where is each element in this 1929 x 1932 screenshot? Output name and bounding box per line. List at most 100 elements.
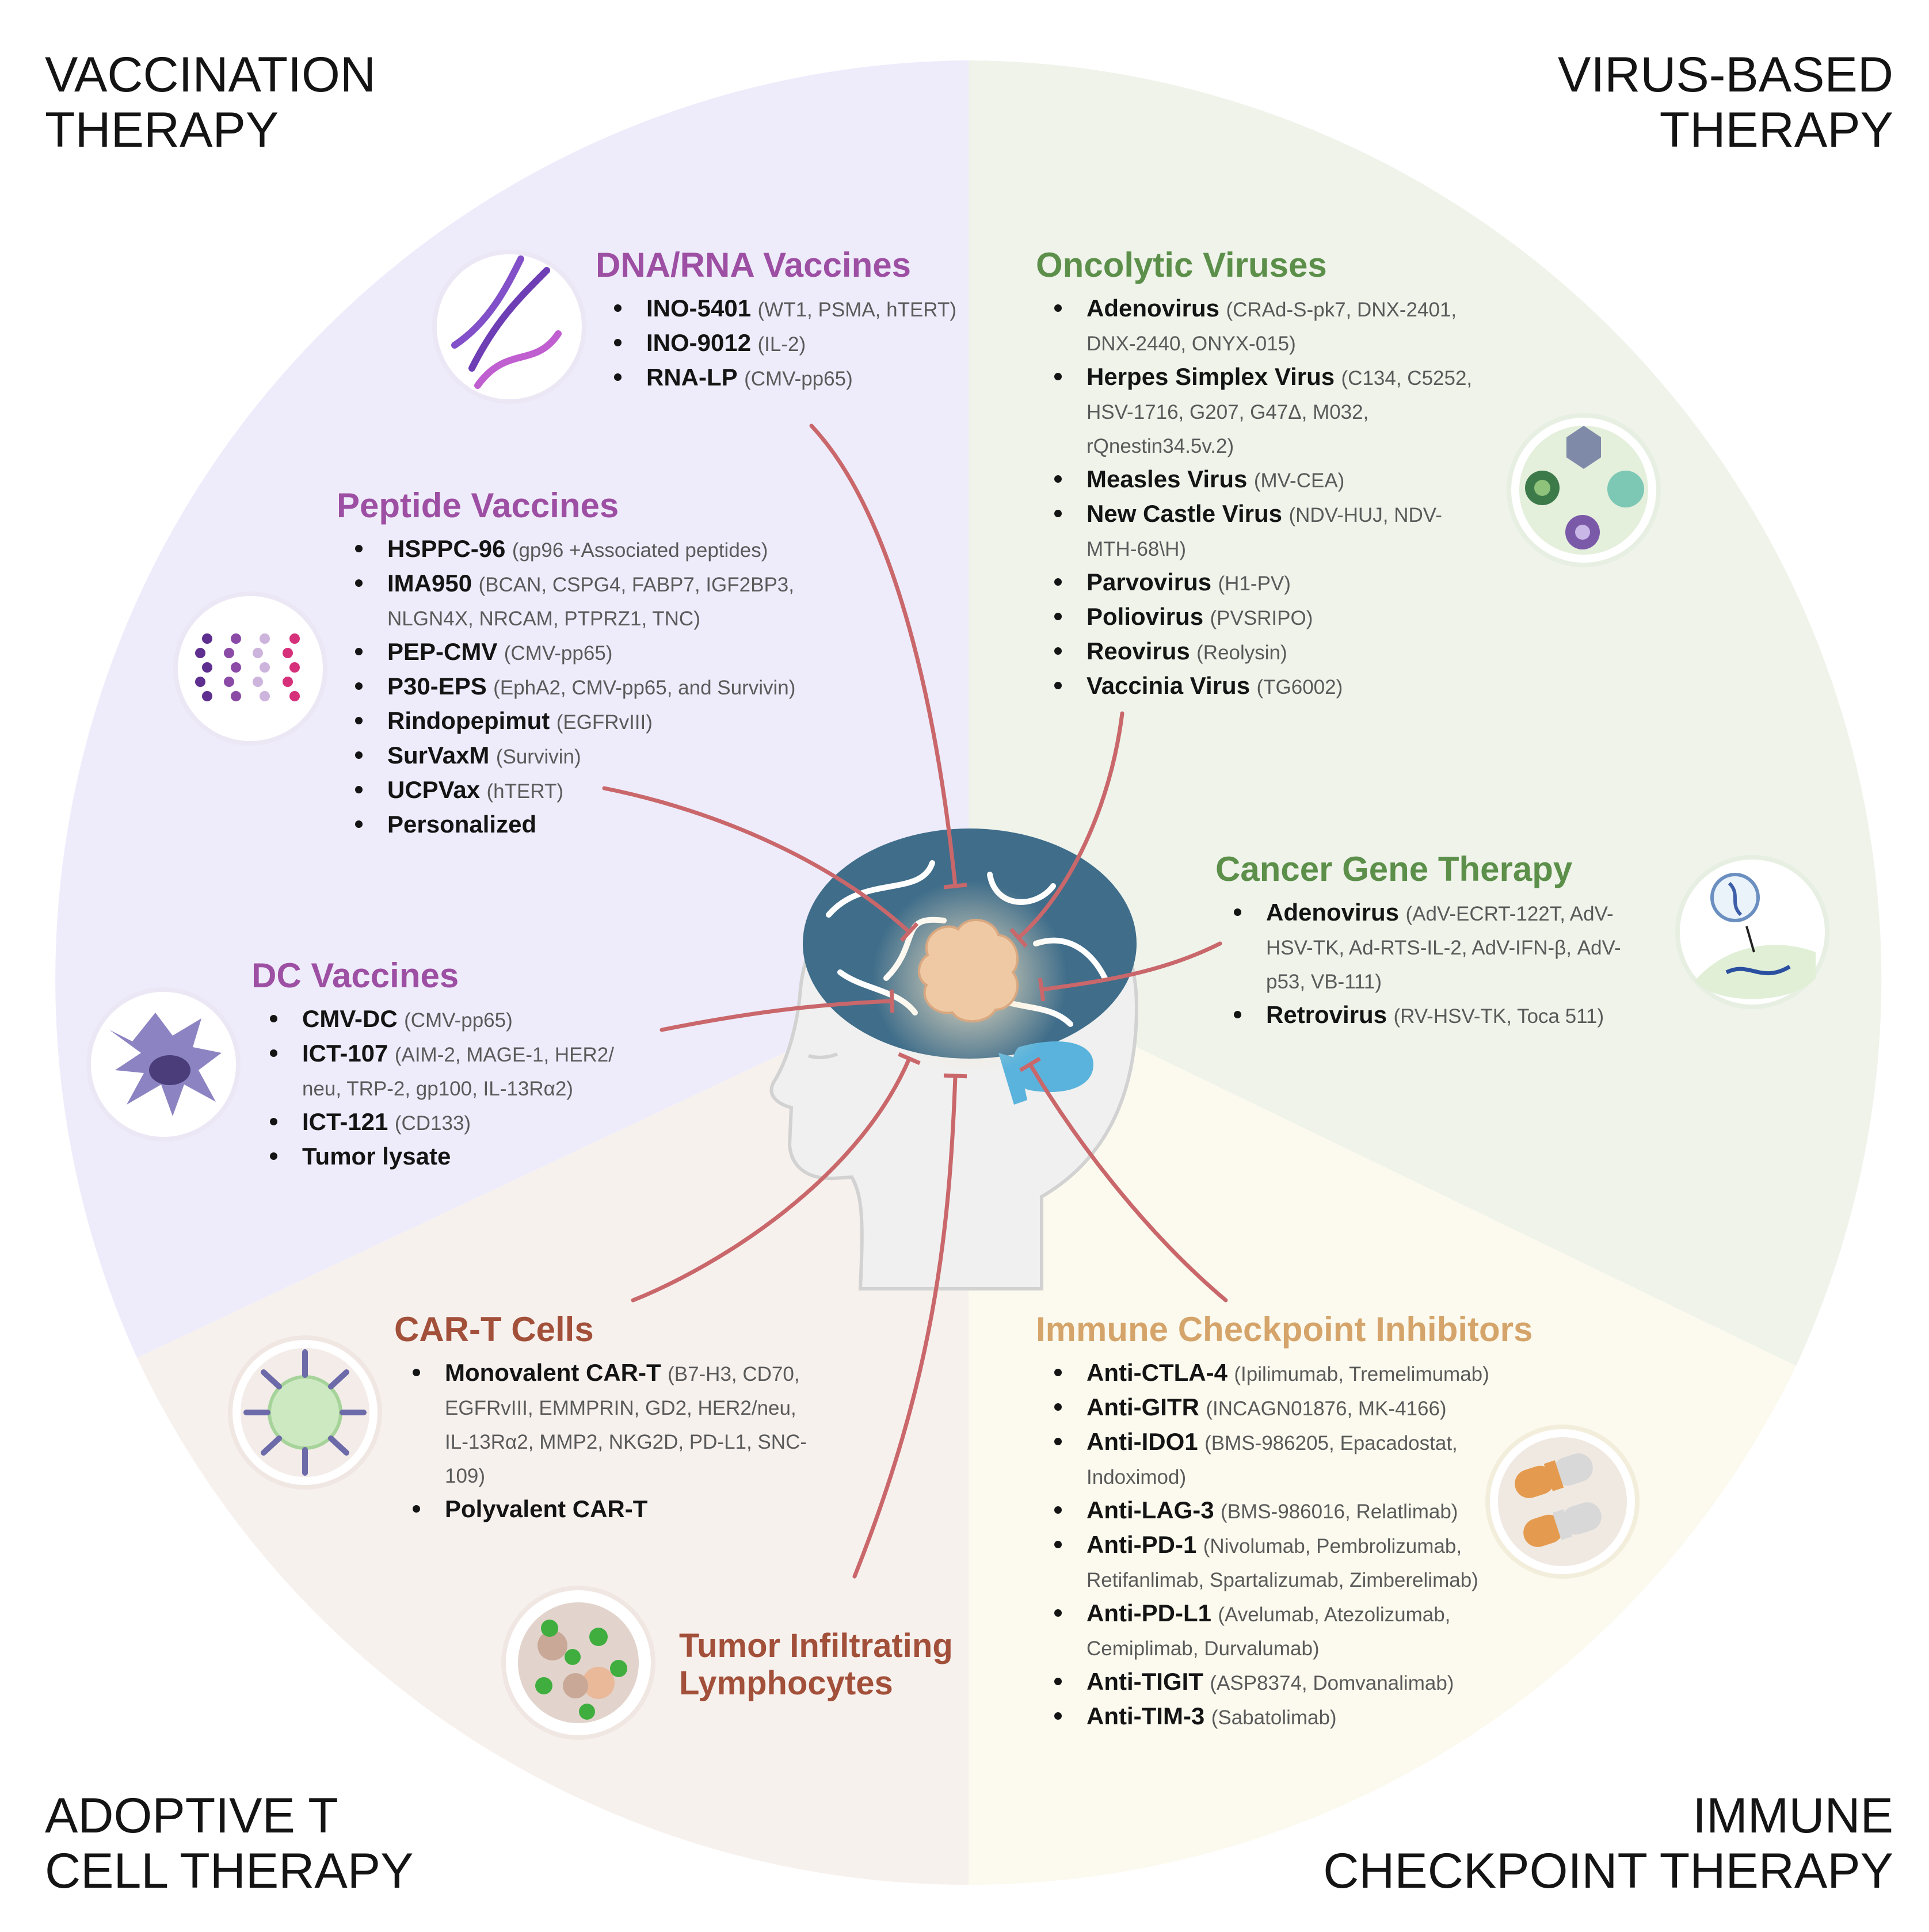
- peptide-vaccines-title: Peptide Vaccines: [337, 486, 619, 525]
- list-item: Monovalent CAR-T (B7-H3, CD70, EGFRvIII,…: [413, 1356, 809, 1492]
- list-item: INO-5401 (WT1, PSMA, hTERT): [614, 292, 998, 326]
- list-item: Anti-TIM-3 (Sabatolimab): [1054, 1700, 1558, 1734]
- item-detail: (AdV-ECRT-122T, AdV-HSV-TK, Ad-RTS-IL-2,…: [1266, 903, 1621, 993]
- car-t-cells-title: CAR-T Cells: [394, 1310, 594, 1349]
- dna-rna-icon: [432, 250, 586, 404]
- item-detail: (CMV-pp65): [744, 368, 853, 390]
- item-detail: (CD133): [394, 1112, 471, 1135]
- item-name: Anti-TIGIT: [1087, 1668, 1203, 1695]
- til-title: Tumor Infiltrating Lymphocytes: [679, 1627, 962, 1702]
- item-name: Anti-GITR: [1087, 1393, 1199, 1421]
- item-detail: (EphA2, CMV-pp65, and Survivin): [493, 677, 796, 699]
- oncolytic-viruses-section: Oncolytic Viruses Adenovirus (CRAd-S-pk7…: [1036, 245, 1473, 704]
- item-detail: (WT1, PSMA, hTERT): [757, 299, 957, 321]
- item-name: ICT-121: [302, 1108, 388, 1135]
- item-name: Anti-CTLA-4: [1087, 1359, 1227, 1386]
- vaccination-sector: [55, 60, 969, 1358]
- item-name: Anti-LAG-3: [1087, 1496, 1214, 1524]
- list-item: Reovirus (Reolysin): [1054, 635, 1473, 669]
- item-detail: (Survivin): [495, 746, 581, 768]
- list-item: CMV-DC (CMV-pp65): [270, 1002, 654, 1037]
- list-item: Measles Virus (MV-CEA): [1054, 463, 1473, 497]
- item-name: HSPPC-96: [387, 535, 506, 562]
- item-name: Rindopepimut: [387, 707, 550, 734]
- peptide-vaccines-section: Peptide Vaccines HSPPC-96 (gp96 +Associa…: [337, 485, 797, 841]
- list-item: ICT-107 (AIM-2, MAGE-1, HER2/ neu, TRP-2…: [270, 1037, 654, 1105]
- item-name: ICT-107: [302, 1040, 388, 1067]
- item-name: New Castle Virus: [1087, 500, 1283, 527]
- item-name: Parvovirus: [1087, 568, 1212, 595]
- item-name: Poliovirus: [1087, 603, 1204, 630]
- list-item: INO-9012 (IL-2): [614, 326, 998, 361]
- line-cart: [631, 1052, 921, 1303]
- list-item: P30-EPS (EphA2, CMV-pp65, and Survivin): [355, 670, 797, 704]
- line-peptide: [602, 786, 919, 942]
- list-item: SurVaxM (Survivin): [355, 739, 797, 773]
- cerebellum-icon: [1012, 1041, 1093, 1092]
- item-name: INO-9012: [646, 329, 752, 356]
- item-detail: (Sabatolimab): [1211, 1706, 1337, 1729]
- item-detail: (hTERT): [486, 780, 564, 803]
- immune-checkpoint-inhibitors-title: Immune Checkpoint Inhibitors: [1036, 1310, 1533, 1349]
- dna-rna-vaccines-section: DNA/RNA Vaccines INO-5401 (WT1, PSMA, hT…: [596, 245, 998, 395]
- list-item: ICT-121 (CD133): [270, 1105, 654, 1140]
- virus-particles-icon: [1507, 413, 1661, 567]
- inhibitor-lines: [602, 423, 1228, 1579]
- list-item: Polyvalent CAR-T: [413, 1492, 809, 1526]
- tumor-lymphocytes-icon: [501, 1586, 655, 1740]
- item-name: UCPVax: [387, 776, 481, 803]
- item-name: RNA-LP: [646, 364, 738, 391]
- list-item: HSPPC-96 (gp96 +Associated peptides): [355, 532, 797, 567]
- item-name: Vaccinia Virus: [1087, 672, 1251, 699]
- item-detail: (INCAGN01876, MK-4166): [1206, 1398, 1447, 1420]
- item-detail: (EGFRvIII): [556, 711, 653, 734]
- item-name: Personalized: [387, 811, 537, 838]
- gene-delivery-icon: [1675, 855, 1829, 1009]
- item-name: Herpes Simplex Virus: [1087, 363, 1335, 390]
- item-detail: (Ipilimumab, Tremelimumab): [1234, 1363, 1489, 1385]
- item-name: PEP-CMV: [387, 638, 498, 665]
- list-item: Adenovirus (CRAd-S-pk7, DNX-2401, DNX-24…: [1054, 292, 1473, 360]
- line-gene: [1038, 941, 1222, 1002]
- item-detail: (BMS-986205, Epacadostat, Indoximod): [1087, 1432, 1458, 1488]
- list-item: Vaccinia Virus (TG6002): [1054, 669, 1473, 704]
- item-name: Monovalent CAR-T: [445, 1359, 661, 1386]
- item-name: Reovirus: [1087, 637, 1190, 665]
- item-detail: (B7-H3, CD70, EGFRvIII, EMMPRIN, GD2, HE…: [445, 1363, 807, 1487]
- item-detail: (RV-HSV-TK, Toca 511): [1393, 1005, 1604, 1028]
- line-ici: [1019, 1056, 1228, 1303]
- item-detail: (C134, C5252, HSV-1716, G207, G47Δ, M032…: [1087, 367, 1473, 457]
- item-name: SurVaxM: [387, 742, 490, 769]
- item-detail: (AIM-2, MAGE-1, HER2/ neu, TRP-2, gp100,…: [302, 1044, 614, 1100]
- adoptive-sector: [137, 966, 969, 1885]
- dendritic-cell-icon: [86, 987, 241, 1141]
- virus-sector: [969, 60, 1882, 1366]
- item-detail: (BCAN, CSPG4, FABP7, IGF2BP3, NLGN4X, NR…: [387, 574, 794, 630]
- item-detail: (H1-PV): [1218, 572, 1291, 595]
- item-detail: (Nivolumab, Pembrolizumab, Retifanlimab,…: [1087, 1535, 1478, 1591]
- line-dna-rna: [809, 423, 967, 889]
- item-name: Anti-IDO1: [1087, 1428, 1198, 1455]
- item-detail: (MV-CEA): [1253, 469, 1345, 492]
- dna-rna-vaccines-title: DNA/RNA Vaccines: [596, 246, 911, 284]
- item-detail: (TG6002): [1256, 676, 1343, 698]
- item-detail: (CMV-pp65): [504, 642, 613, 665]
- list-item: Anti-PD-1 (Nivolumab, Pembrolizumab, Ret…: [1054, 1528, 1558, 1597]
- item-detail: (NDV-HUJ, NDV-MTH-68\H): [1087, 504, 1442, 560]
- list-item: UCPVax (hTERT): [355, 773, 797, 808]
- item-detail: (CMV-pp65): [404, 1009, 513, 1032]
- item-detail: (gp96 +Associated peptides): [512, 539, 768, 562]
- list-item: PEP-CMV (CMV-pp65): [355, 635, 797, 670]
- car-t-cell-icon: [228, 1335, 382, 1490]
- item-detail: (Reolysin): [1196, 642, 1287, 664]
- oncolytic-viruses-title: Oncolytic Viruses: [1036, 246, 1327, 284]
- item-name: IMA950: [387, 570, 472, 597]
- item-name: Anti-TIM-3: [1087, 1702, 1205, 1729]
- list-item: Retrovirus (RV-HSV-TK, Toca 511): [1234, 998, 1653, 1033]
- immune-checkpoint-inhibitors-section: Immune Checkpoint Inhibitors Anti-CTLA-4…: [1036, 1309, 1542, 1734]
- list-item: Parvovirus (H1-PV): [1054, 566, 1473, 600]
- car-t-cells-section: CAR-T Cells Monovalent CAR-T (B7-H3, CD7…: [394, 1309, 809, 1526]
